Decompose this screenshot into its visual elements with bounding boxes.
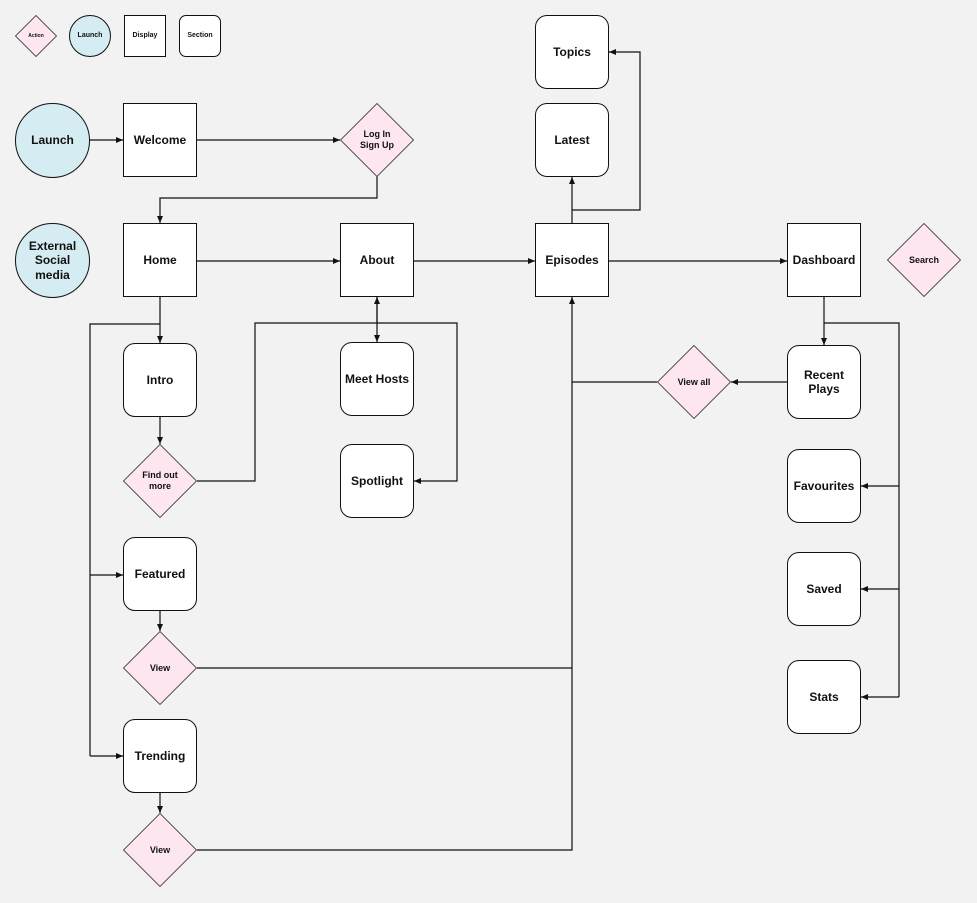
featured-label: Featured [134, 566, 186, 581]
dashboard-label: Dashboard [792, 252, 856, 267]
stats-label: Stats [809, 689, 839, 704]
legend-action-label: Action [28, 33, 44, 39]
home-node: Home [123, 223, 197, 297]
external-social-node: External Social media [15, 223, 90, 298]
edge-home-trunk [89, 323, 160, 756]
login-action: Log In Sign Up [340, 103, 414, 177]
edge-viewtrending-episodes [197, 297, 575, 851]
external-social-label: External Social media [28, 238, 77, 282]
meet-hosts-label: Meet Hosts [344, 371, 409, 386]
edge-dashboard-trunk [824, 322, 900, 697]
dashboard-node: Dashboard [787, 223, 861, 297]
intro-label: Intro [146, 372, 174, 387]
view-featured-action: View [123, 631, 197, 705]
legend-section-label: Section [187, 31, 213, 39]
spotlight-node: Spotlight [340, 444, 414, 518]
favourites-label: Favourites [793, 478, 855, 493]
view-trending-action: View [123, 813, 197, 887]
saved-label: Saved [806, 581, 842, 596]
edge-about-spotlight [377, 322, 458, 484]
latest-node: Latest [535, 103, 609, 177]
view-trending-label: View [149, 844, 171, 855]
welcome-label: Welcome [133, 132, 187, 147]
login-label: Log In Sign Up [360, 129, 394, 150]
view-all-label: View all [677, 376, 711, 387]
launch-node: Launch [15, 103, 90, 178]
featured-node: Featured [123, 537, 197, 611]
latest-label: Latest [554, 132, 590, 147]
find-out-more-label: Find out more [142, 470, 178, 491]
topics-label: Topics [553, 44, 591, 59]
episodes-node: Episodes [535, 223, 609, 297]
saved-node: Saved [787, 552, 861, 626]
meet-hosts-node: Meet Hosts [340, 342, 414, 416]
trending-node: Trending [123, 719, 197, 793]
find-out-more-action: Find out more [123, 444, 197, 518]
launch-label: Launch [31, 133, 74, 148]
favourites-node: Favourites [787, 449, 861, 523]
legend-launch: Launch [69, 15, 111, 57]
home-label: Home [143, 252, 177, 267]
welcome-node: Welcome [123, 103, 197, 177]
search-action: Search [887, 223, 961, 297]
legend-section: Section [179, 15, 221, 57]
edge-episodes-topics [572, 49, 641, 211]
trending-label: Trending [134, 748, 186, 763]
about-node: About [340, 223, 414, 297]
search-label: Search [908, 254, 940, 265]
view-featured-label: View [149, 662, 171, 673]
legend-display-label: Display [132, 31, 158, 39]
legend-display: Display [124, 15, 166, 57]
legend-action: Action [15, 15, 57, 57]
recent-plays-label: Recent Plays [803, 367, 844, 396]
about-label: About [359, 252, 395, 267]
view-all-action: View all [657, 345, 731, 419]
episodes-label: Episodes [545, 252, 599, 267]
edge-login-home [157, 176, 378, 223]
intro-node: Intro [123, 343, 197, 417]
topics-node: Topics [535, 15, 609, 89]
recent-plays-node: Recent Plays [787, 345, 861, 419]
stats-node: Stats [787, 660, 861, 734]
legend-launch-label: Launch [77, 31, 103, 39]
spotlight-label: Spotlight [351, 473, 403, 488]
